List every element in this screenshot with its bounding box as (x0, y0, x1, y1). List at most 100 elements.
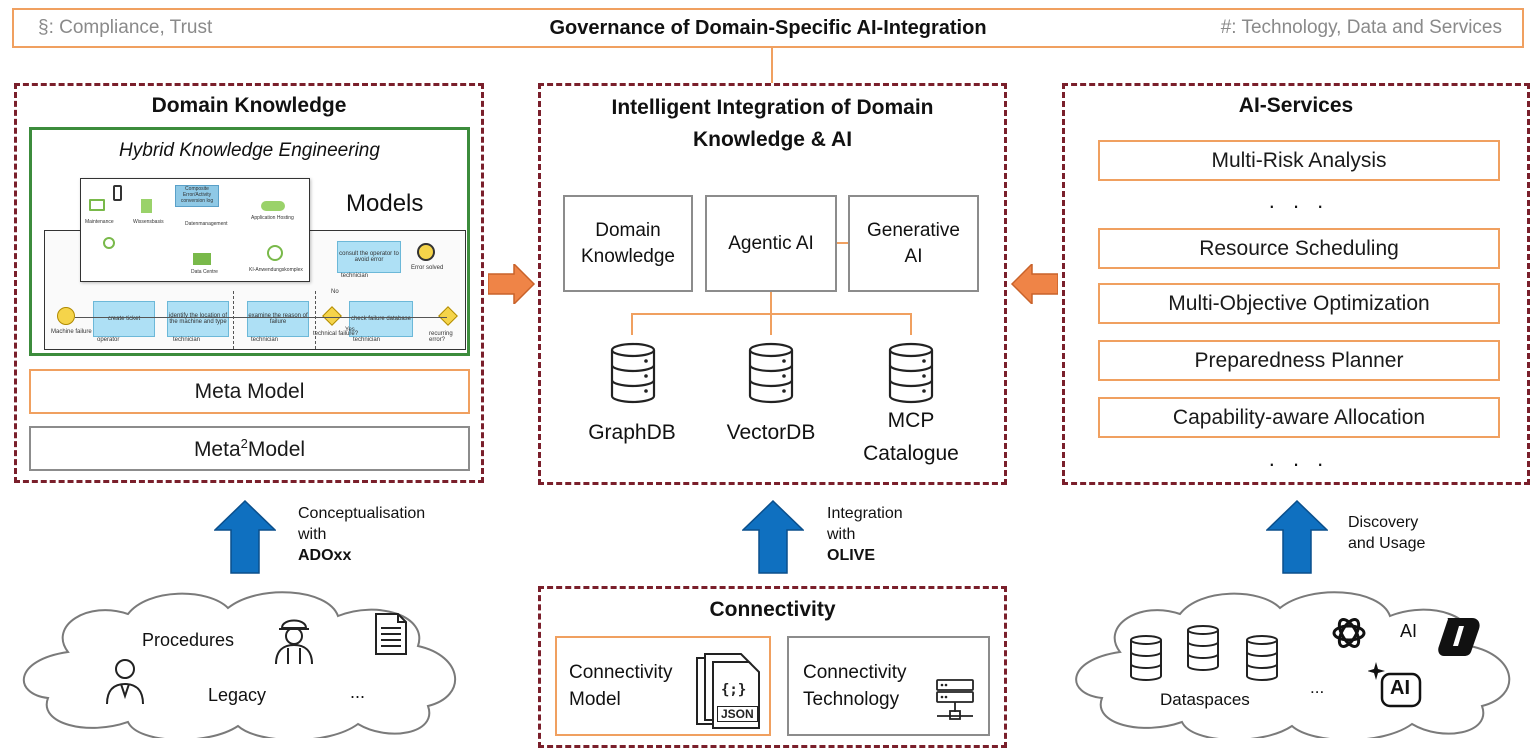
mini-label-no: No (331, 289, 339, 295)
mini-flow-line (75, 317, 447, 318)
mini-role-label: technician (251, 337, 279, 343)
agentic-generative-connector (837, 242, 848, 244)
mini-label-ki: KI-Anwendungskomplex (249, 267, 303, 273)
component-agentic-ai-label: Agentic AI (728, 232, 814, 254)
vectordb-database-icon (748, 342, 794, 404)
services-ellipsis-bottom: . . . (1268, 446, 1330, 471)
document-icon (141, 199, 152, 213)
mcp-connector (910, 313, 912, 335)
governance-header: §: Compliance, Trust Governance of Domai… (12, 8, 1524, 48)
discovery-usage-label: Discovery and Usage (1348, 514, 1426, 552)
architecture-model-thumbnail: Composite Error/Activity conversion log … (80, 178, 310, 282)
meta-model-label: Meta Model (194, 379, 305, 403)
models-label: Models (346, 190, 424, 217)
header-compliance-label: §: Compliance, Trust (38, 17, 213, 38)
right-blue-up-arrow (1266, 500, 1328, 574)
domain-knowledge-title: Domain Knowledge (151, 94, 347, 117)
graphdb-database-icon (610, 342, 656, 404)
meta2-model-label: Meta2Model (193, 435, 306, 461)
connectivity-technology-label-l2: Technology (803, 689, 900, 710)
graphdb-connector (631, 313, 633, 335)
worker-icon (275, 619, 313, 665)
connectivity-model-box: Connectivity Model {;} JSON (555, 636, 771, 736)
component-domain-knowledge-label-l1: Domain (595, 219, 661, 241)
connectivity-technology-box: Connectivity Technology (787, 636, 990, 736)
dataspace-db-icon-3 (1246, 635, 1278, 681)
document-lines-icon (375, 613, 407, 655)
mcp-catalogue-label-l2: Catalogue (863, 442, 959, 465)
integration-title-line1: Intelligent Integration of Domain (611, 96, 934, 119)
component-generative-ai-label-l2: AI (904, 245, 923, 267)
ai-sparkle-label: AI (1390, 677, 1410, 699)
factory-icon (193, 253, 211, 265)
dataspace-db-icon-1 (1130, 635, 1162, 681)
left-cloud-ellipsis: ... (350, 682, 366, 702)
ai-services-title: AI-Services (1238, 94, 1354, 117)
graphdb-label: GraphDB (588, 421, 676, 444)
mcp-catalogue-label-l1: MCP (887, 409, 935, 432)
header-technology-label: #: Technology, Data and Services (1220, 17, 1502, 38)
mini-gateway-technical (322, 306, 342, 326)
right-cloud-ellipsis: ... (1310, 678, 1325, 697)
businessman-icon (106, 659, 144, 705)
integration-title-line2: Knowledge & AI (692, 128, 853, 151)
mini-box-consult-operator: consult the operator to avoid error (337, 241, 401, 273)
mini-box-identify-location: identify the location of the machine and… (167, 301, 229, 337)
left-orange-arrow (488, 264, 536, 304)
mini-end-event (417, 243, 435, 261)
mini-box-create-ticket: create ticket (93, 301, 155, 337)
header-title: Governance of Domain-Specific AI-Integra… (549, 17, 987, 39)
mini-label-data-centre: Data Centre (191, 269, 218, 275)
dataspace-db-icon-2 (1187, 625, 1219, 671)
mini-label-machine-failure: Machine failure (51, 329, 92, 335)
services-ellipsis-top: . . . (1268, 188, 1330, 213)
service-resource-scheduling: Resource Scheduling (1098, 228, 1500, 269)
service-multi-objective-optimization: Multi-Objective Optimization (1098, 283, 1500, 324)
phone-icon (113, 185, 122, 201)
right-orange-arrow (1010, 264, 1058, 304)
mini-start-event (57, 307, 75, 325)
left-blue-up-arrow (214, 500, 276, 574)
server-network-icon (936, 679, 974, 720)
left-legacy-cloud (22, 591, 456, 738)
service-capability-aware-allocation: Capability-aware Allocation (1098, 397, 1500, 438)
monitor-icon (89, 199, 105, 211)
network-icon (103, 237, 115, 249)
vectordb-label: VectorDB (726, 421, 816, 444)
mini-label-yes: Yes (345, 327, 355, 333)
copilot-logo-icon (1438, 618, 1480, 656)
right-dataspaces-cloud (1075, 591, 1511, 738)
hybrid-knowledge-title: Hybrid Knowledge Engineering (119, 140, 380, 161)
legacy-label: Legacy (208, 685, 267, 705)
mini-lane-divider (233, 291, 234, 349)
conceptualisation-label: Conceptualisation with ADOxx (298, 505, 426, 564)
mini-role-label: technician (341, 273, 369, 279)
mini-role-label: technician (353, 337, 381, 343)
service-preparedness-planner: Preparedness Planner (1098, 340, 1500, 381)
middle-blue-up-arrow (742, 500, 804, 574)
procedures-label: Procedures (142, 630, 235, 650)
service-multi-risk-analysis: Multi-Risk Analysis (1098, 140, 1500, 181)
component-generative-ai-label-l1: Generative (867, 219, 960, 241)
component-generative-ai: Generative AI (848, 195, 979, 292)
json-braces-glyph: {;} (721, 682, 747, 698)
cluster-icon (267, 245, 283, 261)
connectivity-model-label-l2: Model (569, 689, 621, 710)
mini-label-wissensbasis: Wissensbasis (133, 219, 164, 225)
integration-olive-label: Integration with OLIVE (827, 505, 903, 564)
component-domain-knowledge: Domain Knowledge (563, 195, 693, 292)
ai-text-label: AI (1400, 621, 1418, 641)
mini-box-examine-failure: examine the reason of failure (247, 301, 309, 337)
component-agentic-ai: Agentic AI (705, 195, 837, 292)
mini-box-check-database: check failure database (349, 301, 413, 337)
openai-logo-icon (1332, 618, 1366, 648)
meta-model-box: Meta Model (29, 369, 470, 414)
mini-label-datenmanagement: Datenmanagement (185, 221, 228, 227)
mini-role-label: technician (173, 337, 201, 343)
mini-box-composite: Composite Error/Activity conversion log (175, 185, 219, 207)
mini-label-app-hosting: Application Hosting (251, 215, 294, 221)
json-label: JSON (717, 706, 758, 722)
ai-sparkle-icon (1368, 662, 1422, 708)
mini-gateway-recurring (438, 306, 458, 326)
connectivity-title: Connectivity (709, 598, 836, 621)
